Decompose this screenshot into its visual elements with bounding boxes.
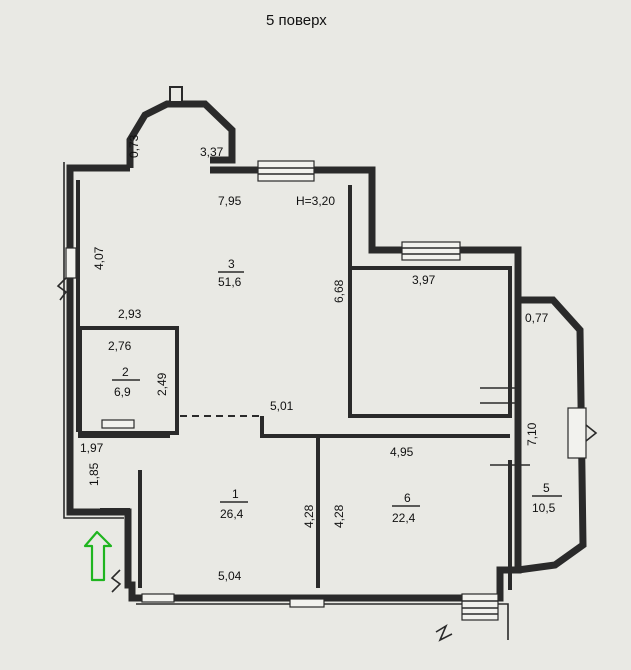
room-number: 3: [228, 257, 235, 271]
dim-room2-top: 2,93: [118, 307, 142, 321]
room1-top-wall: [260, 416, 510, 438]
floor-title: 5 поверх: [266, 12, 327, 29]
radiator-icon: [141, 593, 175, 603]
room-area: 51,6: [218, 275, 242, 289]
dim-room3-right: 6,68: [332, 279, 346, 303]
window-icon: [257, 160, 315, 182]
interior-walls: [76, 180, 530, 590]
main-perimeter-wall: [66, 164, 522, 602]
windows: [257, 160, 499, 621]
upper-right-room-walls: [348, 266, 512, 418]
window-icon: [401, 241, 461, 261]
dim-room2-height: 2,49: [155, 372, 169, 396]
dim-bay-height: 0,73: [127, 134, 141, 158]
room-area: 6,9: [114, 385, 131, 399]
room-number: 5: [543, 481, 550, 495]
chimney-block: [169, 86, 183, 103]
dim-corridor-width: 1,97: [80, 441, 104, 455]
radiator-icon: [101, 419, 135, 429]
room-area: 26,4: [220, 507, 244, 521]
dim-balcony-height: 7,10: [525, 422, 539, 446]
height-note: H=3,20: [296, 194, 335, 208]
top-bay-wall: [126, 100, 236, 168]
dim-upper-right-width: 3,97: [412, 273, 436, 287]
dim-room1-bottom: 5,04: [218, 569, 242, 583]
room-label-3: 3 51,6: [218, 257, 244, 289]
dim-corridor-height: 1,85: [87, 462, 101, 486]
room2-walls: [78, 326, 179, 435]
balcony-window-bracket: [585, 424, 598, 442]
dimension-labels: 0,73 3,37 7,95 H=3,20 4,07 6,68 3,97 0,7…: [80, 134, 549, 583]
room-number: 1: [232, 487, 239, 501]
room-label-6: 6 22,4: [392, 491, 420, 525]
room-label-1: 1 26,4: [220, 487, 248, 521]
dim-bay-width: 3,37: [200, 145, 224, 159]
wall-break-icons: [56, 277, 453, 642]
wall-break-icon: [110, 569, 122, 593]
wall-break-icon: [435, 624, 453, 642]
dim-room6-top: 4,95: [390, 445, 414, 459]
dim-room6-height: 4,28: [332, 504, 346, 528]
room-area: 10,5: [532, 501, 556, 515]
room-area: 22,4: [392, 511, 416, 525]
dim-room3-top: 7,95: [218, 194, 242, 208]
radiator-icon: [65, 247, 77, 279]
radiators: [65, 247, 325, 608]
balcony-window-icon: [567, 407, 587, 459]
wall-break-icon: [56, 277, 68, 301]
room-number: 2: [122, 365, 129, 379]
balcony-room-5: [517, 296, 598, 574]
dim-room1-top: 5,01: [270, 399, 294, 413]
room-number: 6: [404, 491, 411, 505]
dim-room1-height: 4,28: [302, 504, 316, 528]
room-label-5: 5 10,5: [532, 481, 562, 515]
dim-room2-inner: 2,76: [108, 339, 132, 353]
dim-room3-left: 4,07: [92, 246, 106, 270]
dim-balcony-top: 0,77: [525, 311, 549, 325]
room-label-2: 2 6,9: [112, 365, 140, 399]
radiator-icon: [289, 598, 325, 608]
entrance-arrow-icon: [83, 530, 113, 582]
window-icon: [461, 593, 499, 621]
